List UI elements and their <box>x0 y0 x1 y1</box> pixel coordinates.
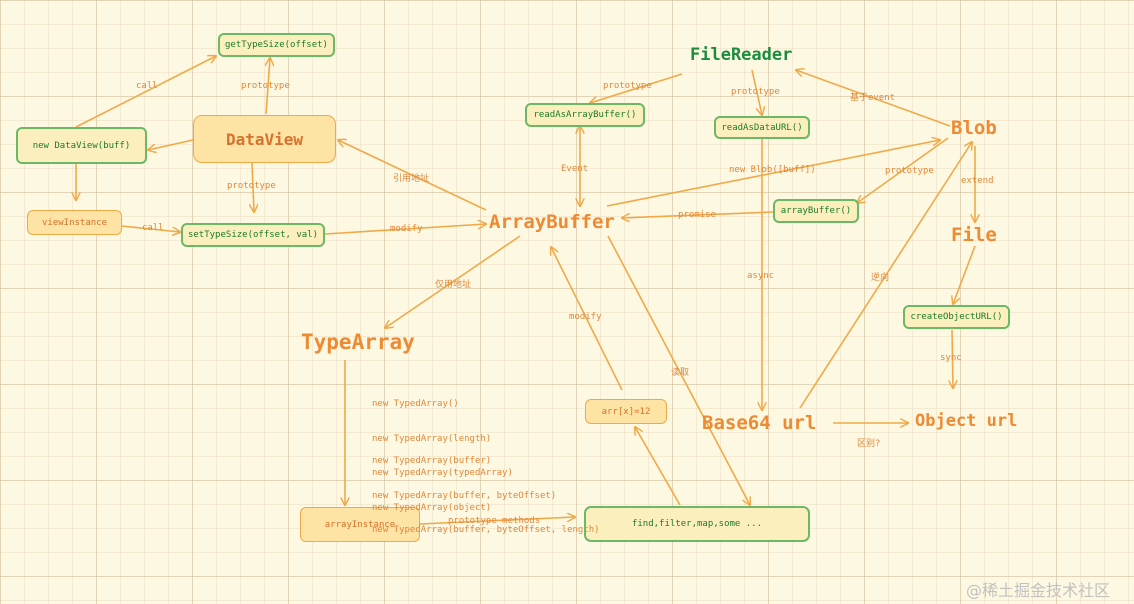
edge-label-promise: promise <box>678 210 716 220</box>
edge-prototype-readasdu <box>751 69 762 115</box>
edge-reverse <box>799 142 972 409</box>
edge-label-prototype-methods: prototype methods <box>448 516 541 526</box>
view-instance-node: viewInstance <box>27 210 122 235</box>
read-as-data-url-node: readAsDataURL() <box>714 116 810 139</box>
edge-read <box>607 235 750 505</box>
get-type-size-node: getTypeSize(offset) <box>218 33 335 57</box>
edge-label-read: 读取 <box>671 368 690 378</box>
edge-label-call-bottom: call <box>142 223 164 233</box>
edge-prototype-getsize <box>266 58 270 115</box>
edge-label-based-on-event: 基于event <box>850 93 896 103</box>
edge-label-call-top: call <box>136 81 158 91</box>
edge-label-prototype-arraybuffer: prototype <box>885 166 934 176</box>
edge-prototype-readasab <box>590 73 683 103</box>
edge-label-new-blob: new Blob([buff]) <box>729 165 816 175</box>
read-as-array-buffer-node: readAsArrayBuffer() <box>525 103 645 127</box>
edge-label-modify-arr: modify <box>569 312 602 322</box>
edge-label-prototype-readasdu: prototype <box>731 87 780 97</box>
constructor-list-group1: new TypedArray() new TypedArray(length) … <box>372 376 513 526</box>
edge-label-prototype-readasab: prototype <box>603 81 652 91</box>
edge-label-reverse: 逆向 <box>871 273 890 283</box>
edge-label-extend: extend <box>961 176 994 186</box>
dataview-node: DataView <box>193 115 336 163</box>
file-reader-node: FileReader <box>690 45 793 65</box>
edge-prototype-methods <box>419 517 575 525</box>
edge-label-event: Event <box>561 164 589 174</box>
find-methods-node: find,filter,map,some ... <box>584 506 810 542</box>
type-array-node: TypeArray <box>301 330 415 354</box>
edge-dataview-to-newdataview <box>148 139 194 150</box>
new-dataview-node: new DataView(buff) <box>16 127 147 164</box>
arr-assign-node: arr[x]=12 <box>585 399 667 424</box>
edge-file-to-createobjecturl <box>953 245 976 304</box>
edge-call-bottom <box>121 225 180 232</box>
edge-new-blob <box>606 140 940 207</box>
edge-prototype-arraybuffer <box>857 137 949 203</box>
edge-promise <box>622 211 774 218</box>
edge-label-modify-setsize: modify <box>390 224 423 234</box>
edge-find-to-arr <box>635 427 681 506</box>
constructor-item: new TypedArray(typedArray) <box>372 468 513 478</box>
edge-label-only-address: 仅用地址 <box>435 280 472 290</box>
edge-label-ref-address: 引用地址 <box>393 174 430 184</box>
blob-node: Blob <box>951 117 997 139</box>
base64-url-node: Base64 url <box>702 412 817 434</box>
edge-label-prototype-getsize: prototype <box>241 81 290 91</box>
edge-sync <box>952 329 953 388</box>
edge-label-difference: 区别? <box>857 439 881 449</box>
edge-modify-arr <box>551 247 623 391</box>
edge-label-async: async <box>747 271 775 281</box>
constructor-item: new TypedArray() <box>372 399 459 409</box>
edge-only-address <box>385 235 521 328</box>
constructor-item: new TypedArray(buffer) <box>372 456 492 466</box>
constructor-item: new TypedArray(buffer, byteOffset) <box>372 490 557 501</box>
array-buffer-method-node: arrayBuffer() <box>773 199 859 223</box>
object-url-node: Object url <box>915 411 1018 431</box>
file-node: File <box>951 224 997 246</box>
set-type-size-node: setTypeSize(offset, val) <box>181 223 325 247</box>
create-object-url-node: createObjectURL() <box>903 305 1010 329</box>
constructor-item: new TypedArray(object) <box>372 502 492 513</box>
array-buffer-node: ArrayBuffer <box>489 211 615 233</box>
edge-call-top <box>75 56 216 128</box>
edge-label-prototype-setsize: prototype <box>227 181 276 191</box>
watermark: @稀土掘金技术社区 <box>966 581 1111 600</box>
constructor-item: new TypedArray(length) <box>372 433 492 444</box>
edge-label-sync: sync <box>940 353 962 363</box>
constructor-list-group2: new TypedArray(buffer) new TypedArray(bu… <box>372 433 600 548</box>
edge-prototype-setsize <box>252 162 254 212</box>
edge-ref-address <box>338 140 487 211</box>
constructor-item: new TypedArray(buffer, byteOffset, lengt… <box>372 525 600 535</box>
edge-based-on-event <box>796 70 951 127</box>
array-instance-node: arrayInstance <box>300 507 420 542</box>
edge-modify-setsize <box>324 224 486 235</box>
